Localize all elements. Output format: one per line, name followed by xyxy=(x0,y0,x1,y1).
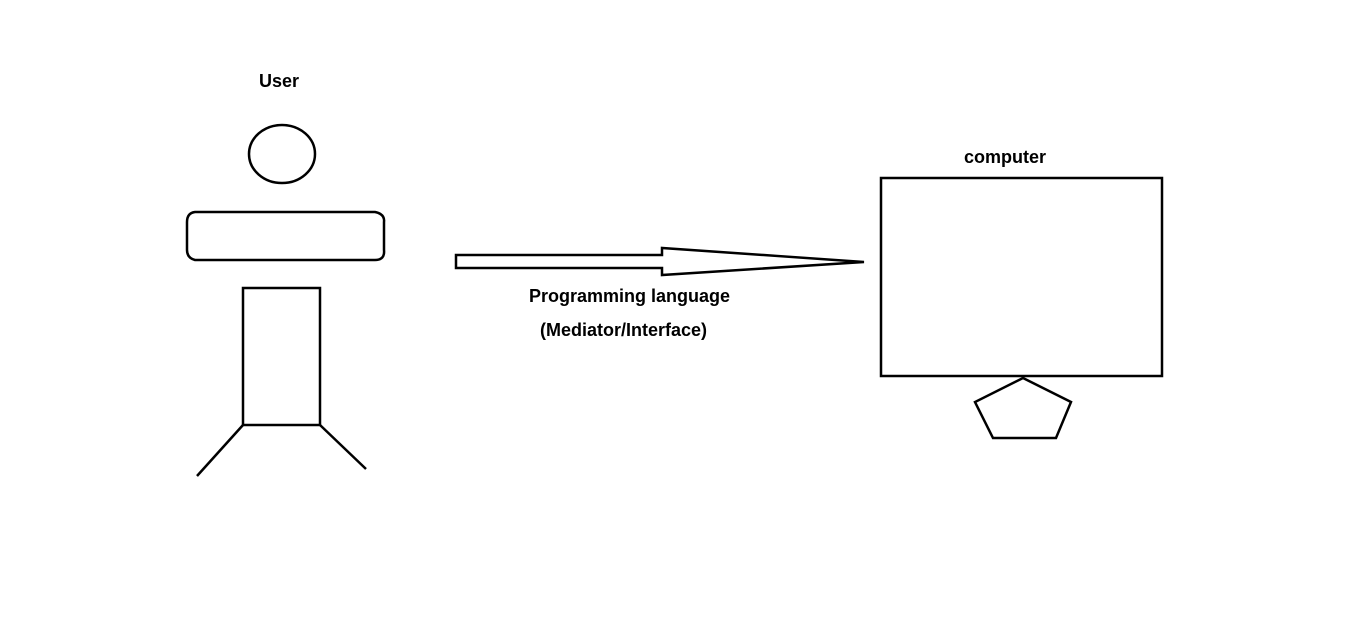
computer-stand xyxy=(973,376,1073,440)
user-body xyxy=(241,286,322,427)
user-arms xyxy=(185,210,386,262)
user-label: User xyxy=(259,71,300,91)
arrow-label-mediator-interface: (Mediator/Interface) xyxy=(540,320,708,340)
user-right-leg xyxy=(319,424,367,470)
computer-figure xyxy=(879,176,1164,440)
user-left-leg xyxy=(196,424,244,477)
user-figure xyxy=(185,123,386,477)
arrow-right-icon xyxy=(454,246,865,277)
computer-label: computer xyxy=(964,147,1047,167)
arrow-label-programming-language: Programming language xyxy=(529,286,731,306)
user-head xyxy=(247,123,317,185)
computer-monitor xyxy=(879,176,1164,378)
